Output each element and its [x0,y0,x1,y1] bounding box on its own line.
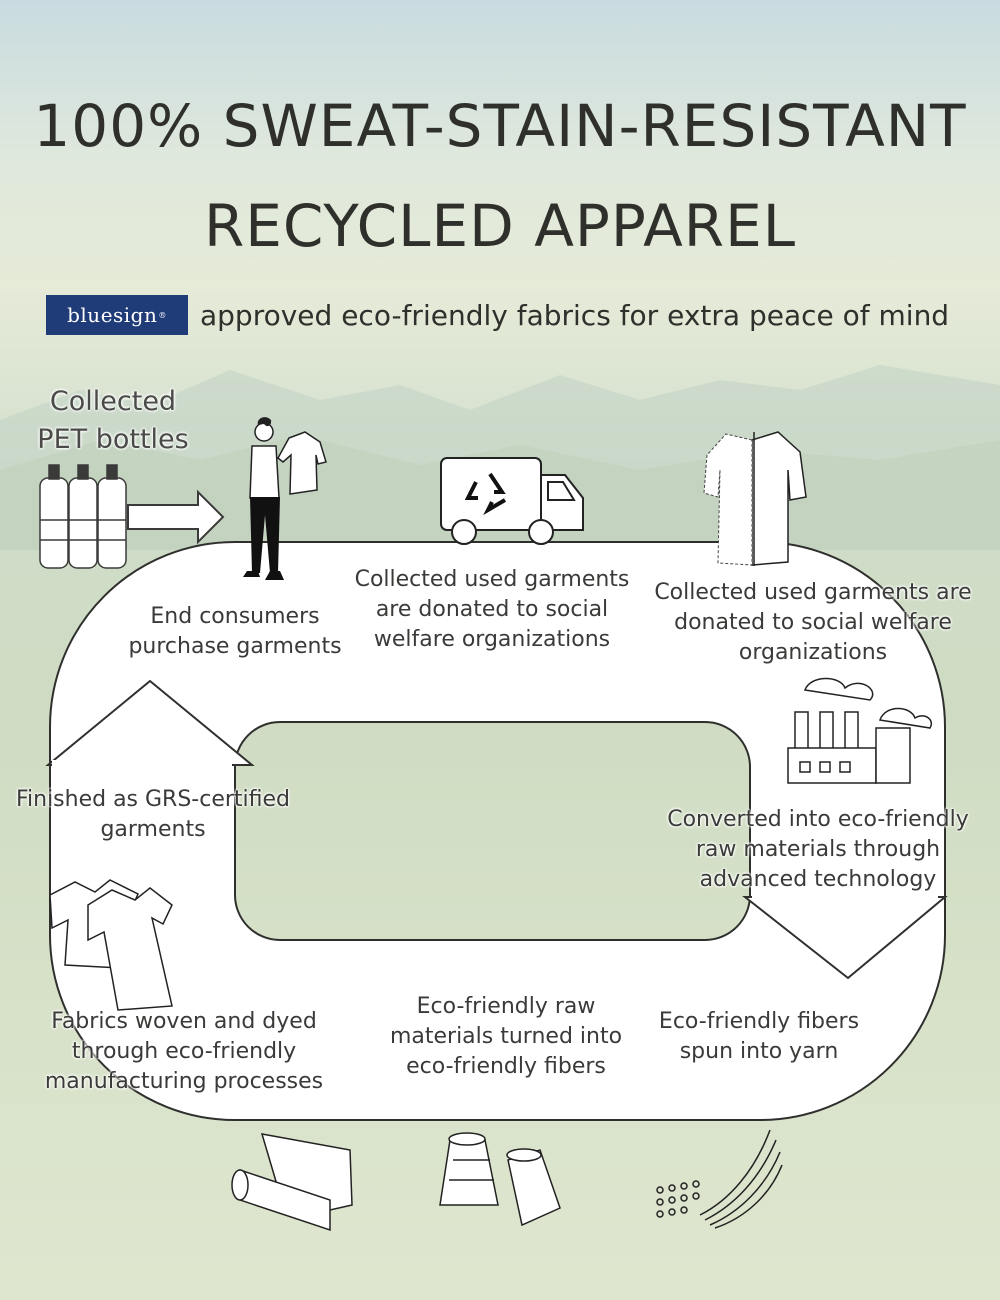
shredded-shirt-icon [703,431,807,566]
title-line-2: RECYCLED APPAREL [203,192,797,260]
step-weave-label: Fabrics woven and dyed through eco-frien… [44,1009,324,1094]
step-donate-label: Collected used garments are donated to s… [354,567,630,652]
factory-icon [787,677,932,784]
cycle-loop-band [49,541,946,1121]
brand-row: bluesign® approved eco-friendly fabrics … [46,294,949,336]
pet-bottles-label: Collected PET bottles [37,386,189,455]
fabric-roll-icon [231,1133,353,1232]
tshirts-icon [49,879,173,1011]
woman-holding-shirt-icon [243,417,327,580]
step-finish-label: Finished as GRS-certified garments [15,787,291,842]
fibers-icon [656,1129,783,1229]
title-line-1: 100% SWEAT-STAIN-RESISTANT [33,92,967,160]
yarn-spools-icon [439,1132,561,1227]
step-convert-label: Converted into eco-friendly raw material… [667,807,969,892]
bluesign-logo: bluesign® [46,295,188,335]
registered-mark: ® [158,310,167,320]
step-purchase-label: End consumers purchase garments [128,604,342,659]
recycling-truck-icon [440,457,584,545]
bluesign-logo-text: bluesign [67,303,158,327]
right-arrow [127,489,225,545]
step-donate-2-label: Collected used garments are donated to s… [654,580,972,665]
pet-bottles-icon [39,464,127,569]
step-spin-label: Eco-friendly fibers spun into yarn [658,1009,860,1064]
step-fibers-label: Eco-friendly raw materials turned into e… [389,994,623,1079]
tagline: approved eco-friendly fabrics for extra … [200,298,950,332]
